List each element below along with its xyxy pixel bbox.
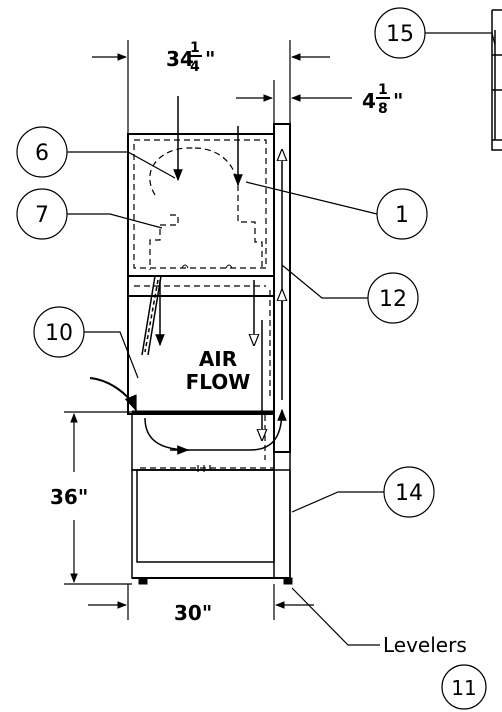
svg-text:1: 1: [190, 40, 200, 56]
dimension-side: 4 1 8 ": [362, 82, 403, 117]
dimension-base-width: 30": [174, 601, 212, 625]
svg-text:7: 7: [35, 203, 49, 228]
svg-text:12: 12: [379, 287, 407, 312]
svg-text:8: 8: [378, 101, 388, 117]
dimension-width: 34 1 4 ": [166, 40, 215, 75]
svg-text:11: 11: [451, 676, 476, 700]
fastener-marks: [181, 264, 233, 269]
callout-leaders: [67, 32, 496, 646]
callout-10: 10: [33, 306, 85, 358]
filter-panel: [141, 275, 162, 356]
svg-text:4: 4: [362, 89, 376, 113]
cabinet: [127, 123, 293, 585]
callout-14: 14: [383, 466, 435, 518]
flow-label: FLOW: [186, 370, 251, 394]
callout-12: 12: [367, 272, 419, 324]
callout-1: 1: [376, 188, 428, 240]
svg-text:": ": [393, 89, 403, 113]
svg-text:34: 34: [166, 47, 194, 71]
callout-7: 7: [16, 188, 68, 240]
svg-text:6: 6: [35, 141, 49, 166]
airflow-arrows: [89, 96, 282, 455]
svg-text:1: 1: [395, 203, 409, 228]
air-label: AIR: [199, 347, 237, 371]
dimension-height: 36": [50, 485, 88, 509]
svg-text:10: 10: [45, 321, 73, 346]
callout-6: 6: [16, 126, 68, 178]
svg-text:4: 4: [190, 59, 200, 75]
svg-text:14: 14: [395, 481, 423, 506]
svg-text:1: 1: [378, 82, 388, 98]
internal-ducting: [133, 139, 274, 469]
svg-text:15: 15: [386, 22, 414, 47]
callout-15: 15: [374, 7, 426, 59]
levelers-label: Levelers: [383, 633, 467, 657]
callout-11: 11: [441, 664, 487, 710]
adjacent-unit-fragment: [491, 9, 502, 151]
dimension-lines: [64, 40, 352, 620]
svg-text:": ": [205, 47, 215, 71]
